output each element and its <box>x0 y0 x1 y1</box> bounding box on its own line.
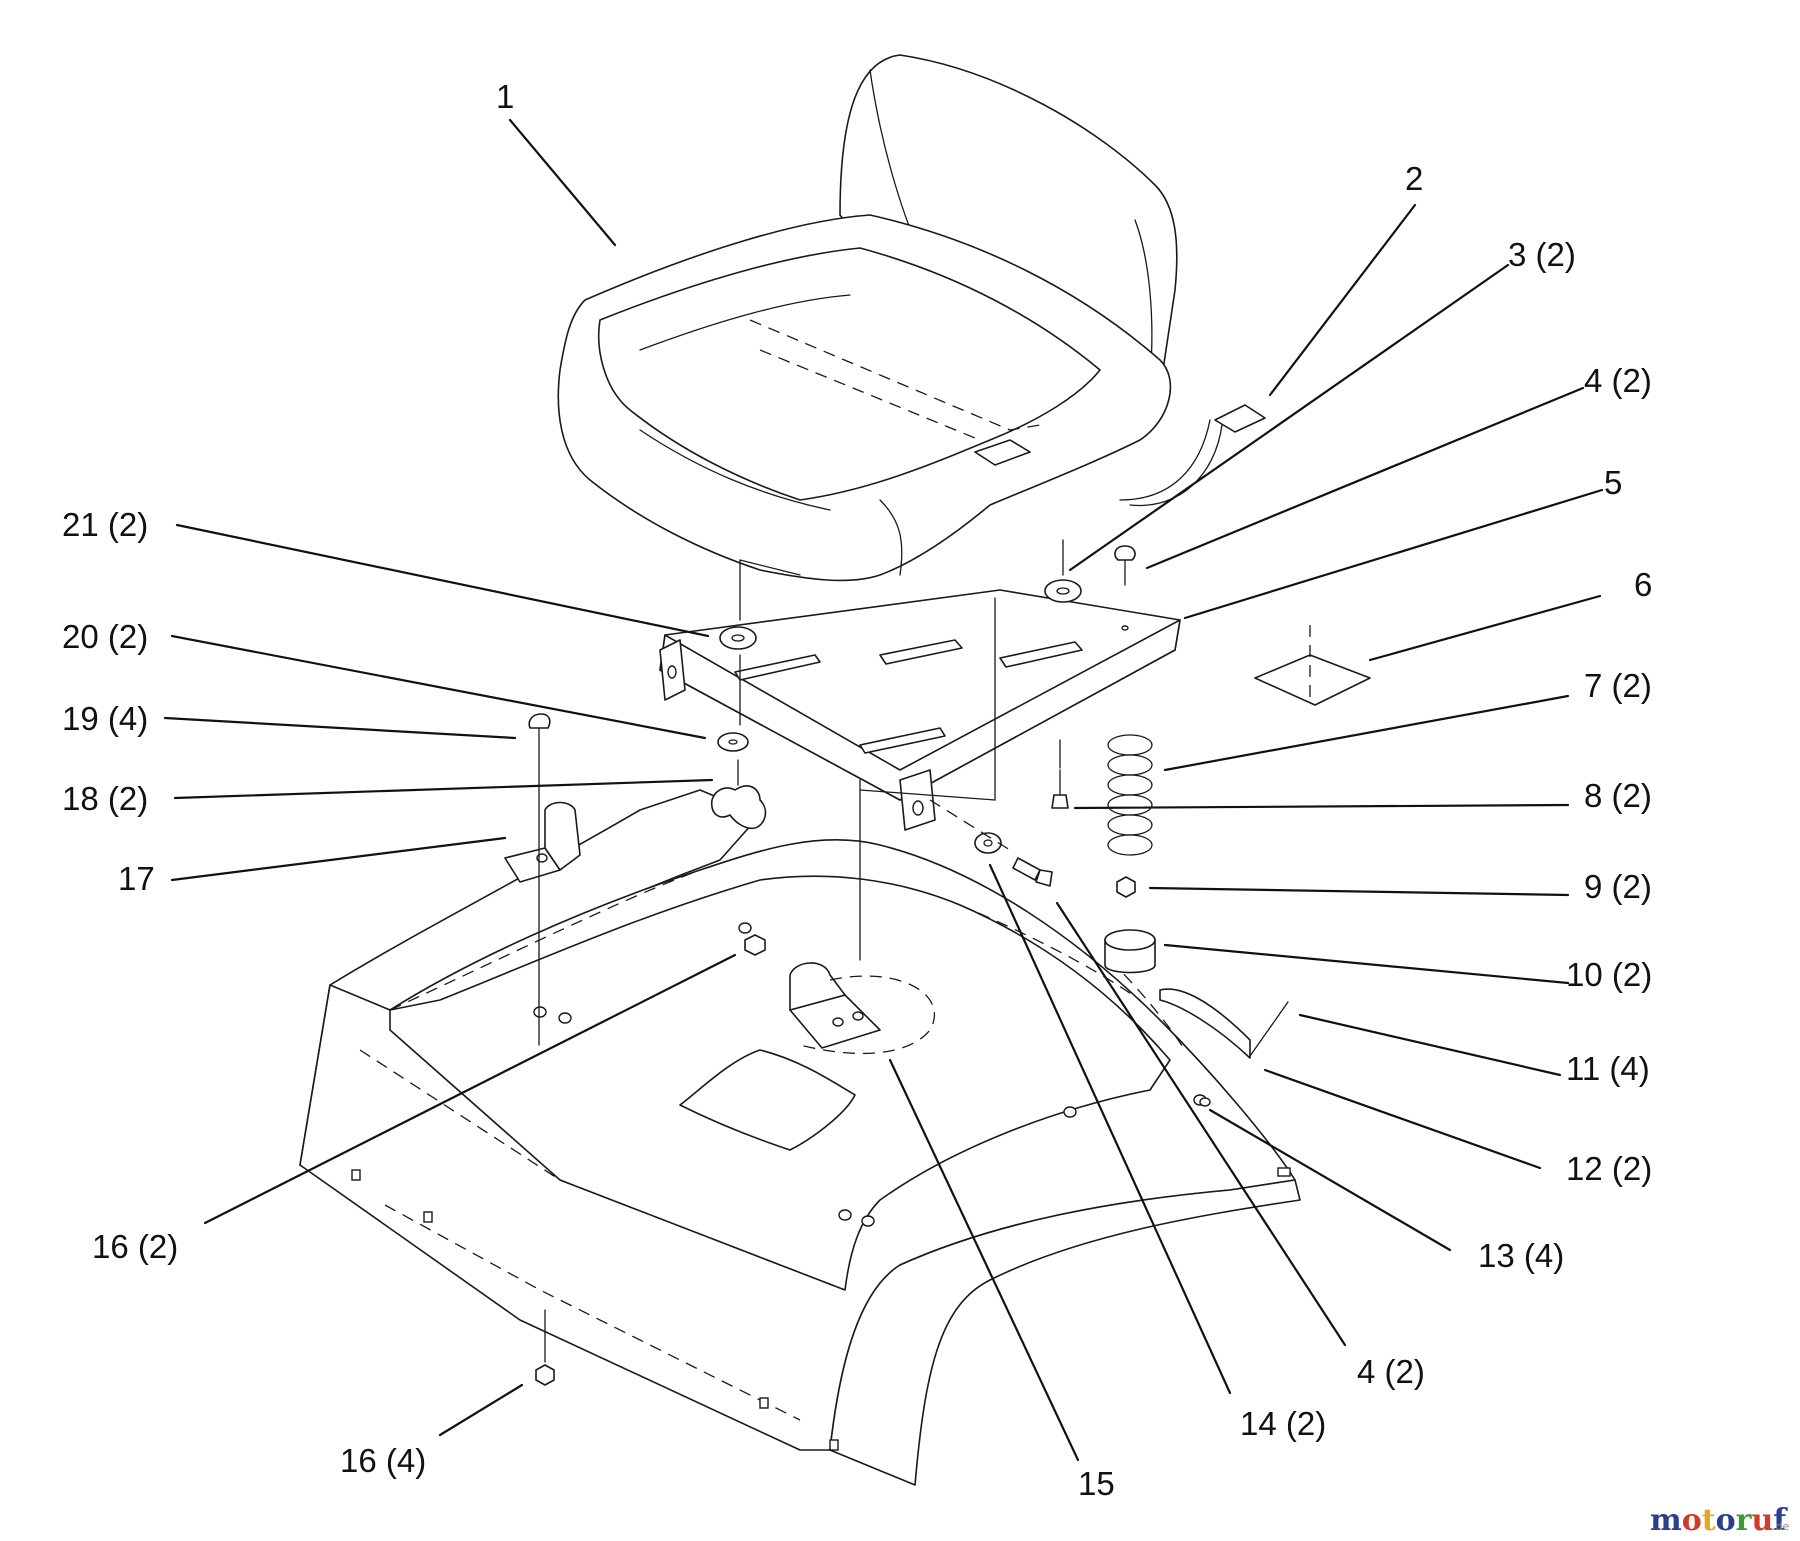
callout-1: 1 <box>496 78 514 115</box>
callout-2: 2 <box>1405 160 1423 197</box>
callout-13: 13 (4) <box>1478 1237 1564 1274</box>
spacer-3 <box>1044 579 1082 603</box>
washer-14 <box>974 832 1002 854</box>
bracket-12 <box>1159 988 1251 1059</box>
callout-3: 3 (2) <box>1508 236 1576 273</box>
watermark-letter: m <box>1650 1503 1682 1538</box>
callout-17: 17 <box>118 860 155 897</box>
bolt-4-upper <box>1114 545 1136 631</box>
alignment-lines <box>538 539 1064 1363</box>
nut-13 <box>1199 1097 1211 1107</box>
callout-14: 14 (2) <box>1240 1405 1326 1442</box>
watermark-letter: t <box>1702 1503 1716 1538</box>
callout-20: 20 (2) <box>62 618 148 655</box>
washer-20 <box>717 732 749 752</box>
watermark-letter: r <box>1736 1503 1753 1538</box>
watermark-letter: o <box>1716 1503 1736 1538</box>
callout-9: 9 (2) <box>1584 868 1652 905</box>
spring-7 <box>1107 734 1153 856</box>
bracket-15 <box>789 962 936 1055</box>
spacer-21 <box>719 626 757 650</box>
watermark-logo: motoruf <box>1650 1503 1788 1538</box>
callout-7: 7 (2) <box>1584 667 1652 704</box>
callout-19: 19 (4) <box>62 700 148 737</box>
callout-8: 8 (2) <box>1584 777 1652 814</box>
callout-11: 11 (4) <box>1566 1050 1650 1087</box>
nut-16-lower <box>535 1364 555 1386</box>
seat-plate <box>659 589 1181 831</box>
bolt-4-lower <box>1012 857 1053 887</box>
callout-5: 5 <box>1604 464 1622 501</box>
nut-9 <box>1116 876 1136 898</box>
screw-11 <box>1249 1001 1289 1057</box>
leader-lines <box>163 118 1604 1462</box>
callout-16-lower: 16 (4) <box>340 1442 426 1479</box>
seat-cushion <box>557 54 1266 582</box>
bumper-10 <box>1104 929 1156 974</box>
nut-16-upper <box>744 934 766 956</box>
callout-10: 10 (2) <box>1566 956 1652 993</box>
callout-6: 6 <box>1634 566 1652 603</box>
callout-16-upper: 16 (2) <box>92 1228 178 1265</box>
watermark-letter: u <box>1751 1503 1773 1538</box>
bracket-17 <box>504 801 581 883</box>
decal-6 <box>1254 625 1371 706</box>
knob-18 <box>710 759 767 830</box>
callout-4-upper: 4 (2) <box>1584 362 1652 399</box>
bolt-8 <box>1051 769 1069 809</box>
watermark-suffix: .de <box>1772 1520 1789 1533</box>
watermark-letter: o <box>1682 1503 1702 1538</box>
callout-4-lower: 4 (2) <box>1357 1353 1425 1390</box>
callout-18: 18 (2) <box>62 780 148 817</box>
callout-12: 12 (2) <box>1566 1150 1652 1187</box>
callout-15: 15 <box>1078 1465 1115 1502</box>
fender-pan <box>299 789 1301 1486</box>
motoruf-watermark: motoruf .de <box>1650 1503 1789 1538</box>
callout-21: 21 (2) <box>62 506 148 543</box>
callout-labels: 1 2 3 (2) 4 (2) 5 6 7 (2) 8 (2) 9 (2) 10… <box>62 78 1652 1502</box>
carriage-bolt-19 <box>528 713 551 759</box>
watermark-letter: f <box>1773 1503 1788 1538</box>
